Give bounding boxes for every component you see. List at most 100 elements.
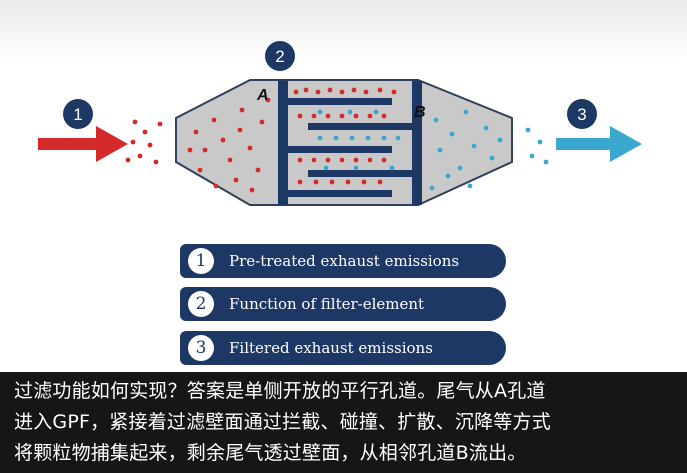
- red-particles: [125, 87, 397, 193]
- legend-text-2: Function of filter-element: [229, 295, 425, 313]
- red-particle: [213, 183, 219, 189]
- inlet-arrow: [38, 126, 128, 162]
- red-particle: [125, 157, 131, 163]
- red-particle: [220, 137, 226, 143]
- red-particle: [351, 87, 357, 93]
- blue-particle: [353, 165, 359, 171]
- red-particle: [142, 129, 148, 135]
- caption-line-3: 将颗粒物捕集起来，剩余尾气透过壁面，从相邻孔道B流出。: [14, 442, 527, 464]
- red-particle: [367, 113, 373, 119]
- red-particle: [377, 179, 383, 185]
- red-particle: [265, 97, 271, 103]
- blue-particles: [317, 109, 549, 191]
- blue-particle: [497, 137, 503, 143]
- caption-bar: 过滤功能如何实现？答案是单侧开放的平行孔道。尾气从A孔道 进入GPF，紧接着过滤…: [0, 372, 687, 473]
- red-particle: [297, 113, 303, 119]
- caption-line-2: 进入GPF，紧接着过滤壁面通过拦截、碰撞、扩散、沉降等方式: [14, 411, 551, 433]
- legend-item-1: 1 Pre-treated exhaust emissions: [180, 244, 506, 278]
- red-particle: [227, 157, 233, 163]
- step-badge-1: 1: [63, 99, 93, 129]
- red-particle: [345, 179, 351, 185]
- blue-particle: [433, 117, 439, 123]
- blue-particle: [317, 135, 323, 141]
- blue-particle: [429, 185, 435, 191]
- blue-particle: [437, 147, 443, 153]
- label-b: B: [414, 104, 426, 121]
- red-particle: [353, 113, 359, 119]
- red-particle: [247, 145, 253, 151]
- red-particle: [329, 179, 335, 185]
- blue-particle: [389, 165, 395, 171]
- blue-particle: [381, 135, 387, 141]
- red-particle: [255, 167, 261, 173]
- blue-particle: [463, 109, 469, 115]
- blue-particle: [317, 109, 323, 115]
- legend-item-2: 2 Function of filter-element: [180, 287, 506, 321]
- blue-particle: [483, 125, 489, 131]
- step-badge-3-number: 3: [577, 105, 586, 124]
- step-badge-2: 2: [265, 41, 295, 71]
- red-particle: [377, 87, 383, 93]
- blue-particle: [489, 155, 495, 161]
- blue-particle: [543, 159, 549, 165]
- red-particle: [311, 113, 317, 119]
- blue-particle: [395, 135, 401, 141]
- filter-housing: [175, 79, 513, 206]
- blue-particle: [445, 173, 451, 179]
- caption-line-1: 过滤功能如何实现？答案是单侧开放的平行孔道。尾气从A孔道: [14, 380, 546, 402]
- red-particle: [259, 119, 265, 125]
- red-particle: [137, 153, 143, 159]
- red-particle: [157, 121, 163, 127]
- blue-particle: [333, 135, 339, 141]
- red-particle: [353, 157, 359, 163]
- blue-particle: [365, 135, 371, 141]
- red-particle: [293, 89, 299, 95]
- blue-particle: [471, 143, 477, 149]
- red-particle: [303, 87, 309, 93]
- red-particle: [315, 89, 321, 95]
- step-badge-2-number: 2: [275, 47, 284, 66]
- blue-particle: [449, 131, 455, 137]
- label-a: A: [256, 87, 269, 104]
- red-particle: [339, 113, 345, 119]
- red-particle: [147, 142, 153, 148]
- red-particle: [311, 157, 317, 163]
- legend-number-2: 2: [188, 291, 214, 317]
- step-badge-1-number: 1: [73, 105, 82, 124]
- red-particle: [153, 159, 159, 165]
- blue-particle: [347, 109, 353, 115]
- step-badge-3: 3: [567, 99, 597, 129]
- red-particle: [339, 89, 345, 95]
- red-particle: [187, 147, 193, 153]
- legend-number-3: 3: [188, 335, 214, 361]
- outlet-arrow: [556, 126, 642, 162]
- blue-particle: [323, 165, 329, 171]
- blue-particle: [457, 165, 463, 171]
- red-particle: [297, 179, 303, 185]
- red-particle: [381, 157, 387, 163]
- red-particle: [202, 147, 208, 153]
- blue-particle: [349, 135, 355, 141]
- red-particle: [361, 179, 367, 185]
- blue-particle: [525, 127, 531, 133]
- blue-particle: [529, 153, 535, 159]
- red-particle: [381, 113, 387, 119]
- legend-item-3: 3 Filtered exhaust emissions: [180, 331, 506, 365]
- legend-text-3: Filtered exhaust emissions: [229, 339, 433, 357]
- red-particle: [313, 179, 319, 185]
- blue-particle: [467, 183, 473, 189]
- blue-particle: [373, 109, 379, 115]
- background-haze: [0, 0, 687, 60]
- red-particle: [363, 89, 369, 95]
- red-particle: [211, 117, 217, 123]
- red-particle: [239, 107, 245, 113]
- red-particle: [132, 119, 138, 125]
- red-particle: [391, 89, 397, 95]
- blue-particle: [537, 139, 543, 145]
- red-particle: [197, 167, 203, 173]
- red-particle: [130, 139, 136, 145]
- gpf-diagram: 1 2 3 A B: [38, 41, 642, 206]
- red-particle: [327, 87, 333, 93]
- filter-channel-walls: [278, 81, 422, 205]
- red-particle: [193, 129, 199, 135]
